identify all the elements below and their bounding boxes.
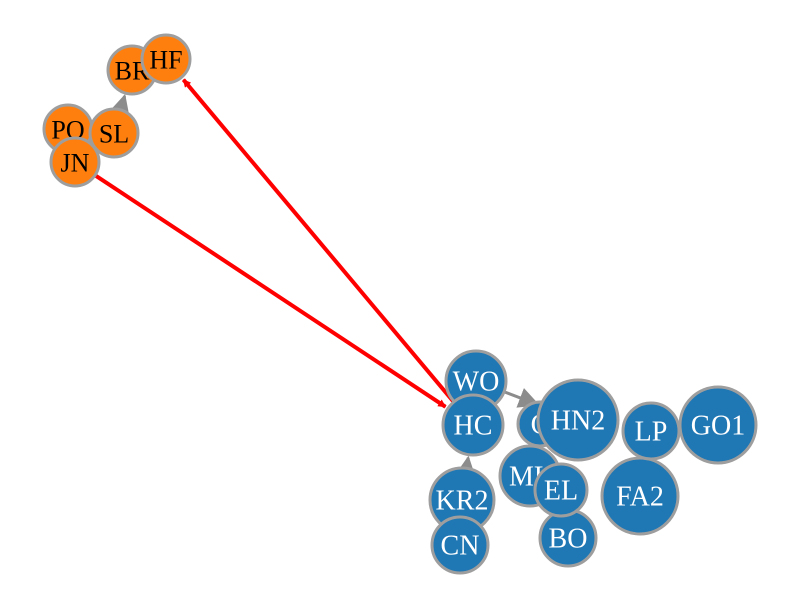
node-jn[interactable]: JN	[49, 136, 101, 188]
node-kr2[interactable]: KR2	[428, 466, 496, 534]
node-label: JN	[61, 149, 90, 178]
node-label: EL	[544, 476, 578, 507]
node-circle[interactable]	[533, 462, 589, 518]
node-label: HC	[454, 411, 493, 442]
edge-hc-to-hf	[181, 78, 455, 403]
node-label: KR2	[436, 486, 489, 517]
node-circle[interactable]	[49, 136, 101, 188]
node-label: FA2	[616, 482, 664, 513]
node-circle[interactable]	[441, 393, 505, 457]
edge-kr2-to-hc	[455, 455, 476, 478]
node-label: SL	[99, 120, 129, 149]
edges-layer	[85, 78, 577, 528]
node-bo[interactable]: BO	[538, 508, 598, 568]
node-lp[interactable]: LP	[621, 401, 681, 461]
node-fa2[interactable]: FA2	[600, 456, 680, 536]
node-label: HF	[149, 46, 182, 75]
node-circle[interactable]	[430, 515, 490, 575]
node-hf[interactable]: HF	[140, 33, 192, 85]
node-go1[interactable]: GO1	[678, 385, 758, 465]
edge-jn-to-hc	[94, 174, 447, 409]
node-circle[interactable]	[140, 33, 192, 85]
node-circle[interactable]	[88, 107, 140, 159]
node-circle[interactable]	[536, 378, 620, 462]
node-label: WO	[453, 367, 500, 398]
node-el[interactable]: EL	[533, 462, 589, 518]
node-hn2[interactable]: HN2	[536, 378, 620, 462]
node-label: CN	[441, 531, 480, 562]
edge-sl-to-br	[109, 93, 130, 118]
node-hc[interactable]: HC	[441, 393, 505, 457]
node-circle[interactable]	[678, 385, 758, 465]
node-label: GO1	[691, 411, 745, 442]
nodes-layer: BRHFPOSLJNWOCHCKR2CNMLBOFA2LPGO1ELHN2	[42, 33, 758, 575]
node-cn[interactable]: CN	[430, 515, 490, 575]
node-label: BO	[549, 524, 588, 555]
node-label: HN2	[551, 406, 605, 437]
node-sl[interactable]: SL	[88, 107, 140, 159]
node-label: LP	[635, 417, 668, 448]
